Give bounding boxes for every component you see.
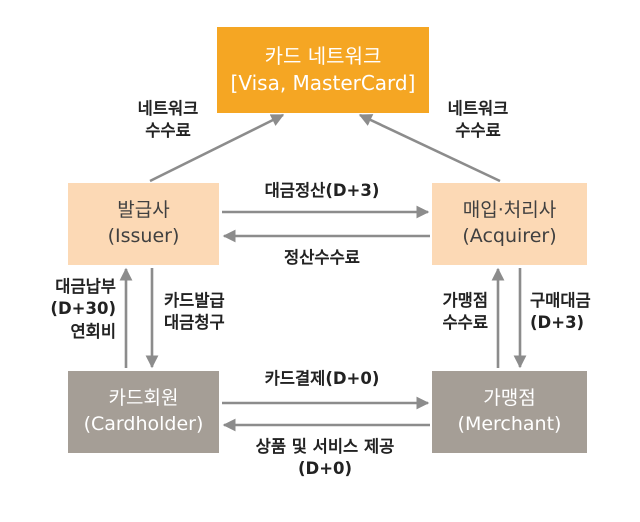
acquirer-subtitle: (Acquirer): [462, 225, 557, 247]
issuer-title: 발급사: [117, 199, 170, 222]
label-settlement: 대금정산(D+3): [264, 181, 380, 200]
card-network-subtitle: [Visa, MasterCard]: [230, 71, 416, 95]
label-cardholder-payment: 대금납부 (D+30) 연회비: [50, 277, 116, 341]
merchant-box: 가맹점 (Merchant): [432, 371, 587, 453]
label-acquirer-network-fee: 네트워크 수수료: [447, 99, 509, 141]
label-card-issuance: 카드발급 대금청구: [164, 291, 225, 333]
label-purchase-payment: 구매대금 (D+3): [530, 291, 591, 333]
acquirer-box: 매입·처리사 (Acquirer): [432, 183, 587, 265]
cardholder-title: 카드회원: [108, 387, 179, 410]
card-network-box: 카드 네트워크 [Visa, MasterCard]: [217, 27, 429, 113]
label-settlement-fee: 정산수수료: [284, 248, 360, 267]
card-network-title: 카드 네트워크: [264, 44, 382, 68]
merchant-title: 가맹점: [483, 387, 536, 410]
label-issuer-network-fee: 네트워크 수수료: [137, 99, 199, 141]
label-merchant-fee: 가맹점 수수료: [442, 291, 488, 333]
cardholder-box: 카드회원 (Cardholder): [68, 371, 219, 453]
arrow-acquirer-to-network: [358, 113, 501, 183]
arrow-issuer-to-network: [149, 113, 285, 183]
label-card-payment: 카드결제(D+0): [264, 369, 380, 388]
merchant-subtitle: (Merchant): [457, 413, 562, 435]
cardholder-subtitle: (Cardholder): [83, 413, 204, 435]
issuer-box: 발급사 (Issuer): [68, 183, 219, 265]
label-goods-services: 상품 및 서비스 제공 (D+0): [255, 437, 395, 479]
acquirer-title: 매입·처리사: [462, 199, 557, 222]
issuer-subtitle: (Issuer): [107, 225, 180, 247]
